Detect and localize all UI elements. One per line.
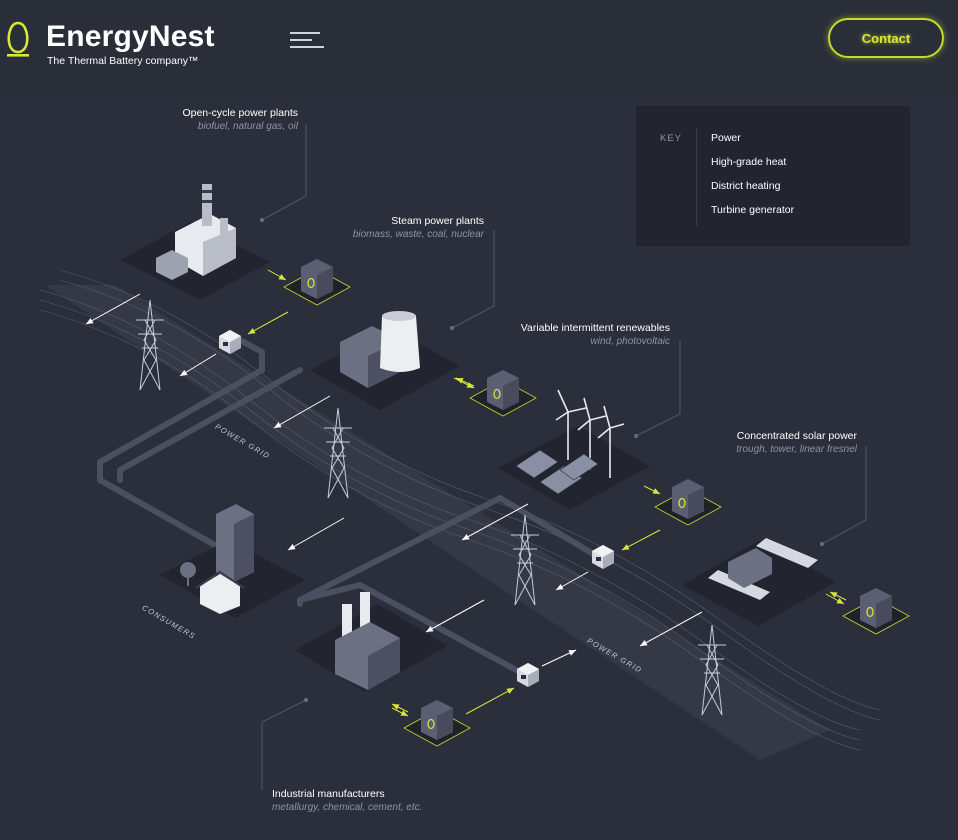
leader-dot — [634, 434, 638, 438]
brand-tagline: The Thermal Battery company™ — [47, 55, 199, 67]
key-item-heat: High-grade heat — [711, 156, 787, 168]
leader-dot — [260, 218, 264, 222]
leader-dot — [304, 698, 308, 702]
key-item-district-heating: District heating — [711, 180, 781, 192]
key-item-turbine: Turbine generator — [711, 204, 795, 216]
site-header: EnergyNest The Thermal Battery company™ … — [0, 0, 958, 94]
key-title: KEY — [660, 133, 683, 144]
label-steam: Steam power plants biomass, waste, coal,… — [352, 215, 484, 240]
concentrated-solar-icon — [708, 538, 818, 600]
menu-icon[interactable] — [290, 30, 324, 50]
open-cycle-plant-icon — [156, 184, 236, 280]
key-divider — [696, 128, 697, 226]
key-item-power: Power — [711, 132, 741, 144]
heat-flow-arrows — [247, 269, 847, 717]
turbine-generator-icon — [219, 330, 614, 687]
power-flow-arrows — [85, 293, 703, 667]
factory-icon — [335, 592, 400, 690]
thermal-battery-icon — [283, 259, 910, 747]
key-panel — [636, 106, 910, 246]
brand-name[interactable]: EnergyNest — [46, 20, 215, 53]
leader-dot — [450, 326, 454, 330]
transmission-tower-icon — [136, 299, 726, 716]
label-industrial: Industrial manufacturers metallurgy, che… — [272, 788, 423, 813]
site-platforms — [120, 222, 836, 692]
wind-turbine-icon — [555, 389, 625, 478]
contact-button[interactable]: Contact — [828, 18, 944, 58]
steam-plant-icon — [340, 311, 420, 388]
label-solar: Concentrated solar power trough, tower, … — [736, 430, 857, 455]
consumer-buildings-icon — [180, 504, 254, 614]
leader-dot — [820, 542, 824, 546]
label-renewables: Variable intermittent renewables wind, p… — [520, 322, 670, 347]
label-leader-lines — [261, 124, 867, 790]
label-open-cycle: Open-cycle power plants biofuel, natural… — [182, 107, 298, 132]
solar-panel-icon — [515, 449, 599, 495]
egg-logo-icon[interactable] — [6, 20, 30, 58]
district-heating-pipes — [97, 337, 598, 675]
